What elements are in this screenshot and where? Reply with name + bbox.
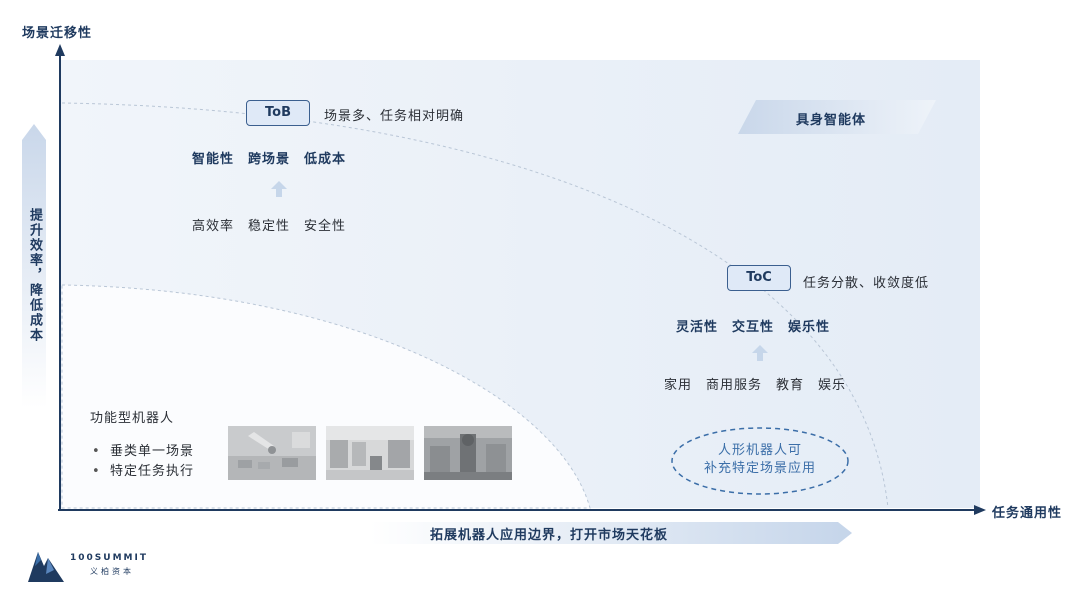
functional-bullets: 垂类单一场景 特定任务执行 [88,442,194,482]
logo-name: 100SUMMIT [70,553,148,563]
summit-logo-icon [28,544,64,582]
toc-description: 任务分散、收敛度低 [803,272,929,291]
tob-keyword: 跨场景 [248,152,290,167]
tob-base: 高效率 [192,219,234,234]
x-axis-label: 任务通用性 [992,502,1062,521]
toc-keyword: 交互性 [732,320,774,335]
toc-up-arrow-icon [752,345,768,361]
tob-badge: ToB [246,100,310,126]
tob-keyword: 低成本 [304,152,346,167]
humanoid-line-1: 人形机器人可 [672,442,848,460]
tob-keywords: 智能性跨场景低成本 [192,148,346,167]
tob-base: 稳定性 [248,219,290,234]
tob-base: 安全性 [304,219,346,234]
toc-base: 商用服务 [706,378,762,393]
embodied-label: 具身智能体 [796,109,866,128]
toc-bases: 家用商用服务教育娱乐 [664,374,846,393]
toc-base: 家用 [664,378,692,393]
toc-keyword: 灵活性 [676,320,718,335]
y-axis-label: 场景迁移性 [22,22,92,41]
warehouse-photo [326,426,414,480]
left-banner-text: 提升效率，降低成本 [25,208,44,343]
functional-bullet: 特定任务执行 [88,462,194,482]
humanoid-line-2: 补充特定场景应用 [672,460,848,478]
tob-description: 场景多、任务相对明确 [324,105,464,124]
tob-bases: 高效率稳定性安全性 [192,215,346,234]
y-axis-arrowhead [55,44,65,56]
robot-arm-photo [228,426,316,480]
functional-title: 功能型机器人 [90,407,174,426]
toc-badge: ToC [727,265,791,291]
logo-subtitle: 义柏资本 [90,566,134,577]
tob-keyword: 智能性 [192,152,234,167]
toc-base: 教育 [776,378,804,393]
toc-base: 娱乐 [818,378,846,393]
functional-bullet: 垂类单一场景 [88,442,194,462]
humanoid-note: 人形机器人可 补充特定场景应用 [672,442,848,478]
toc-keywords: 灵活性交互性娱乐性 [676,316,830,335]
tob-up-arrow-icon [271,181,287,197]
bottom-banner-text: 拓展机器人应用边界，打开市场天花板 [430,524,668,543]
industrial-robot-photo [424,426,512,480]
toc-keyword: 娱乐性 [788,320,830,335]
